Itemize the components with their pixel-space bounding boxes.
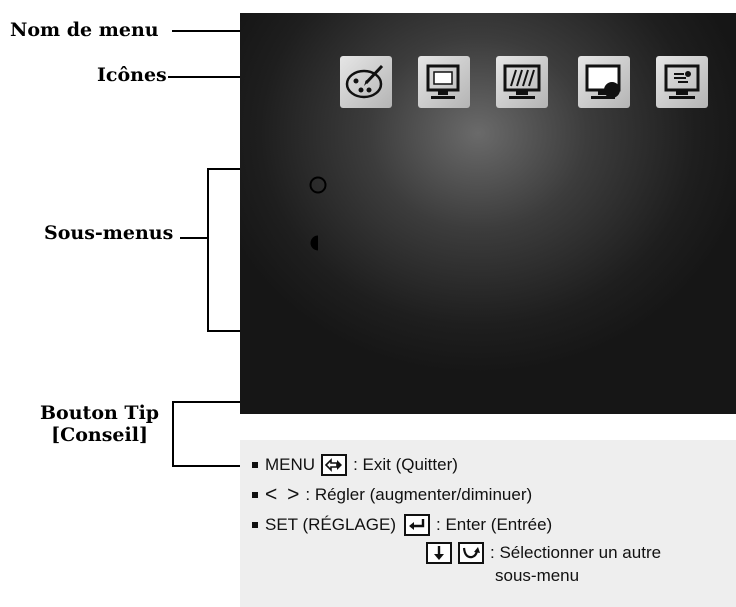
- submenu-marker-open-circle: [309, 176, 327, 194]
- select-action-text-line2: sous-menu: [495, 566, 580, 585]
- icons-label: Icônes: [97, 64, 167, 86]
- tip-bottom-leader-line: [172, 465, 242, 467]
- submenu-marker-half-circle: [310, 235, 318, 251]
- exit-key-icon: [321, 454, 348, 476]
- monitor-size-icon[interactable]: [418, 56, 470, 108]
- down-arrow-key-icon: [426, 542, 452, 564]
- tip-row-set: SET (RÉGLAGE) : Enter (Entrée): [252, 514, 552, 536]
- bullet: [252, 522, 258, 528]
- osd-menu-screen: [240, 13, 736, 414]
- submenus-bracket: [207, 168, 242, 332]
- grid-adjust-icon[interactable]: [496, 56, 548, 108]
- menu-action-text: : Exit (Quitter): [353, 455, 458, 474]
- tip-row-select: : Sélectionner un autre: [423, 542, 661, 564]
- bullet: [252, 462, 258, 468]
- tip-button-label: Bouton Tip [Conseil]: [40, 402, 159, 446]
- tip-row-menu: MENU : Exit (Quitter): [252, 454, 458, 476]
- menu-name-label: Nom de menu: [10, 19, 159, 41]
- palette-icon[interactable]: [340, 56, 392, 108]
- tip-top-leader-line: [172, 401, 240, 403]
- enter-key-icon: [404, 514, 430, 536]
- set-key-label: SET (RÉGLAGE): [265, 515, 396, 534]
- picture-icon[interactable]: [578, 56, 630, 108]
- tip-panel: MENU : Exit (Quitter) < > : Régler (augm…: [240, 440, 736, 607]
- bullet: [252, 492, 258, 498]
- select-action-text-line1: : Sélectionner un autre: [490, 543, 662, 562]
- tip-button-label-line1: Bouton Tip: [40, 402, 160, 424]
- tip-button-label-line2: [Conseil]: [51, 424, 148, 446]
- adjust-keys-label: < >: [265, 483, 302, 506]
- tip-row-adjust: < > : Régler (augmenter/diminuer): [252, 483, 532, 507]
- submenus-leader-line: [180, 237, 208, 239]
- menu-key-label: MENU: [265, 455, 316, 474]
- curve-arrow-key-icon: [458, 542, 484, 564]
- presentation-icon[interactable]: [656, 56, 708, 108]
- tip-vertical-leader-line: [172, 401, 174, 467]
- submenus-label: Sous-menus: [44, 222, 174, 244]
- icons-leader-line: [168, 76, 240, 78]
- set-action-text: : Enter (Entrée): [436, 515, 553, 534]
- menu-name-leader-line: [172, 30, 240, 32]
- adjust-action-text: : Régler (augmenter/diminuer): [305, 485, 533, 504]
- tip-row-select-continued: sous-menu: [495, 566, 579, 586]
